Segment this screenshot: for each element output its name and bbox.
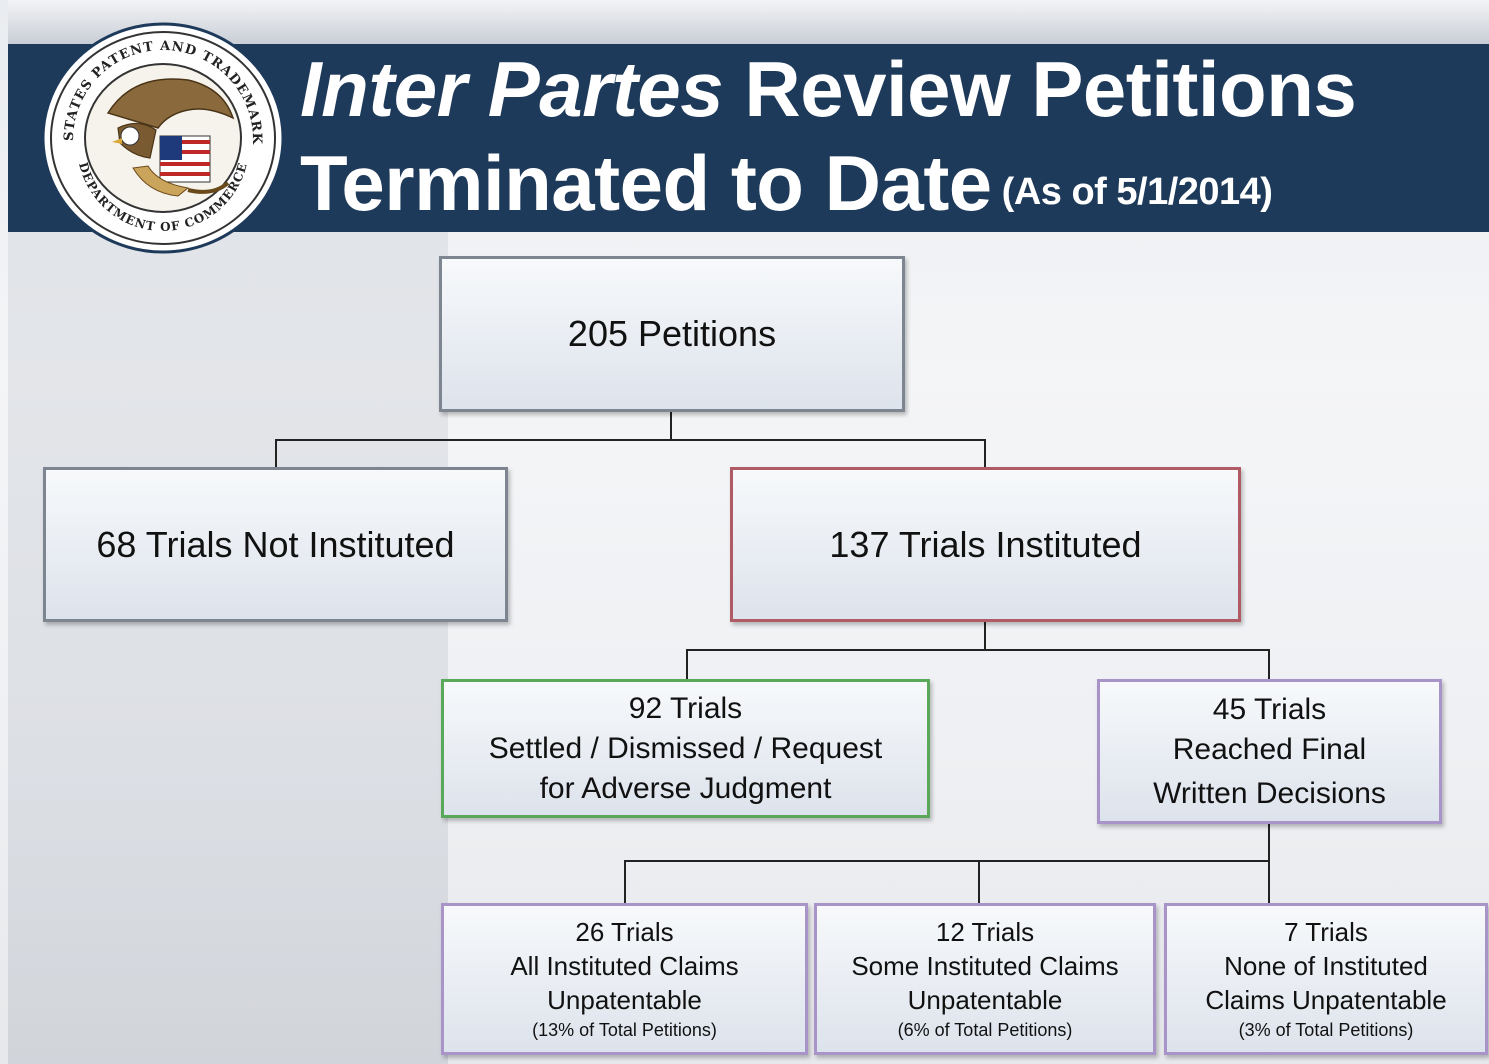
node-trials-not-instituted: 68 Trials Not Instituted xyxy=(43,467,508,622)
connector-line xyxy=(624,860,1270,862)
node-line1: 26 Trials xyxy=(575,917,674,947)
connector-line xyxy=(1268,822,1270,862)
title-italic: Inter Partes xyxy=(300,45,724,133)
title-line2-text: Terminated to Date xyxy=(300,139,992,227)
eagle-icon xyxy=(106,78,235,197)
background-building-shade xyxy=(8,232,448,1064)
node-line2: All Instituted Claims xyxy=(510,951,739,981)
node-line1: 12 Trials xyxy=(935,917,1035,947)
node-none-claims-unpatentable: 7 Trials None of Instituted Claims Unpat… xyxy=(1164,903,1488,1055)
page-title-line2: Terminated to Date(As of 5/1/2014) xyxy=(300,138,1273,229)
connector-line xyxy=(984,439,986,469)
title-rest: Review Petitions xyxy=(723,45,1357,133)
connector-line xyxy=(686,649,1270,651)
connector-line xyxy=(624,860,626,904)
node-line3: for Adverse Judgment xyxy=(539,771,832,805)
node-trials-settled: 92 Trials Settled / Dismissed / Request … xyxy=(441,679,930,818)
connector-line xyxy=(275,439,986,441)
connector-line xyxy=(1268,860,1270,904)
node-205-petitions: 205 Petitions xyxy=(439,256,905,412)
node-percentage: (6% of Total Petitions) xyxy=(897,1020,1073,1040)
node-line3: Unpatentable xyxy=(547,985,702,1015)
node-label: 137 Trials Instituted xyxy=(829,523,1142,565)
node-line1: 45 Trials xyxy=(1212,692,1327,726)
node-line2: None of Instituted xyxy=(1224,951,1428,981)
node-percentage: (13% of Total Petitions) xyxy=(532,1020,717,1040)
node-line1: 92 Trials xyxy=(628,691,743,725)
node-label: 205 Petitions xyxy=(567,313,777,354)
node-final-written-decisions: 45 Trials Reached Final Written Decision… xyxy=(1097,679,1442,824)
connector-line xyxy=(275,439,277,469)
as-of-date: (As of 5/1/2014) xyxy=(1001,171,1273,213)
node-percentage: (3% of Total Petitions) xyxy=(1238,1020,1414,1040)
connector-line xyxy=(978,860,980,904)
node-line3: Written Decisions xyxy=(1153,776,1386,810)
top-strip xyxy=(8,0,1489,44)
node-line3: Claims Unpatentable xyxy=(1205,985,1447,1015)
node-label: 68 Trials Not Instituted xyxy=(96,523,455,565)
node-line2: Settled / Dismissed / Request xyxy=(488,731,883,765)
node-line1: 7 Trials xyxy=(1284,917,1368,947)
page-title-line1: Inter Partes Review Petitions xyxy=(300,44,1357,135)
connector-line xyxy=(1268,649,1270,680)
node-line2: Reached Final xyxy=(1172,732,1367,766)
uspto-seal-logo: UNITED STATES PATENT AND TRADEMARK OFFIC… xyxy=(38,18,285,254)
connector-line xyxy=(686,649,688,680)
node-line3: Unpatentable xyxy=(907,985,1063,1015)
node-line2: Some Instituted Claims xyxy=(851,951,1119,981)
connector-line xyxy=(984,620,986,650)
node-all-claims-unpatentable: 26 Trials All Instituted Claims Unpatent… xyxy=(441,903,808,1055)
node-some-claims-unpatentable: 12 Trials Some Instituted Claims Unpaten… xyxy=(814,903,1156,1055)
node-trials-instituted: 137 Trials Instituted xyxy=(730,467,1241,622)
connector-line xyxy=(670,410,672,440)
